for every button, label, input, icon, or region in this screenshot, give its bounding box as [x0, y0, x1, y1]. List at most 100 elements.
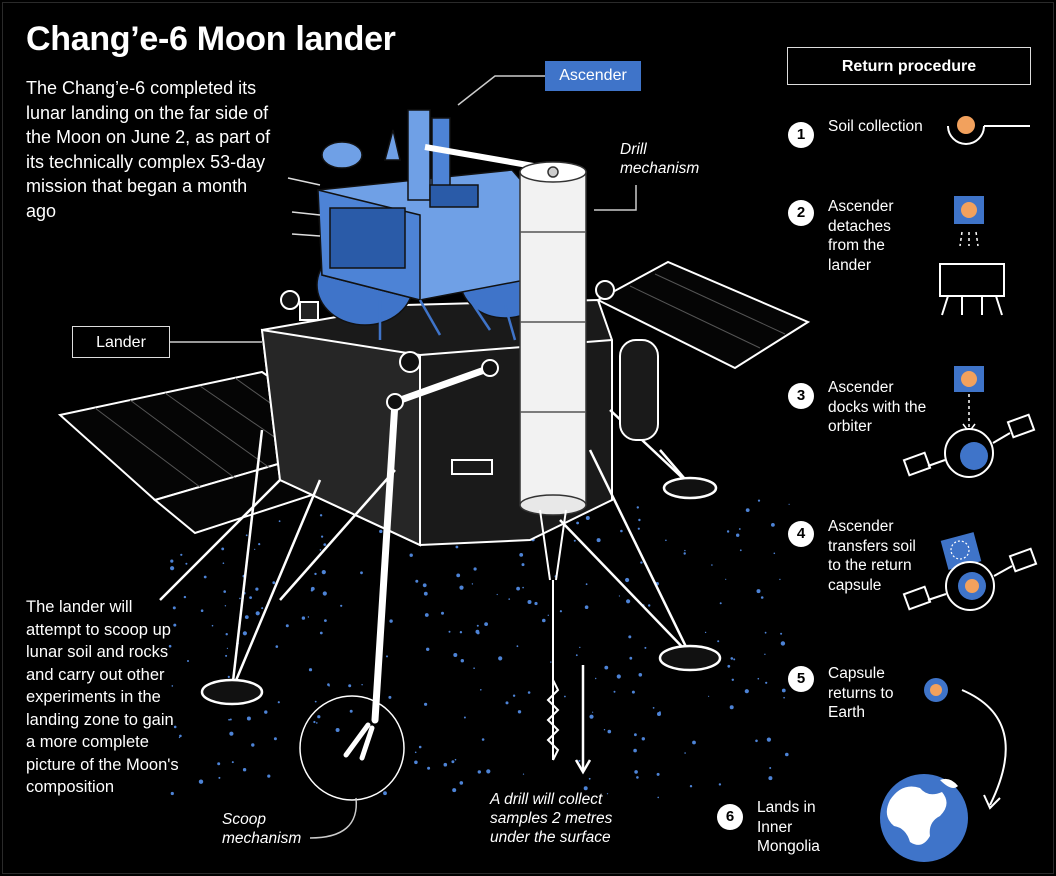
- soil-particle: [522, 773, 525, 775]
- soil-particle: [335, 728, 340, 732]
- soil-particle: [550, 661, 552, 663]
- soil-particle: [765, 681, 768, 684]
- soil-particle: [637, 527, 640, 530]
- soil-particle: [476, 631, 480, 635]
- soil-particle: [239, 597, 241, 600]
- soil-particle: [426, 647, 430, 651]
- soil-particle: [604, 665, 609, 670]
- soil-particle: [585, 516, 590, 520]
- drill-mechanism: [424, 144, 592, 775]
- soil-particle: [415, 579, 419, 583]
- soil-particle: [459, 631, 463, 634]
- soil-particle: [583, 786, 588, 791]
- soil-particle: [178, 736, 180, 739]
- intro-text: The Chang’e-6 completed its lunar landin…: [26, 78, 271, 221]
- soil-particle: [760, 596, 764, 599]
- soil-particle: [684, 549, 686, 552]
- step5-capsule-icon: [924, 678, 1007, 810]
- soil-particle: [634, 770, 638, 774]
- soil-particle: [227, 675, 230, 679]
- soil-particle: [636, 506, 639, 509]
- soil-particle: [255, 611, 260, 616]
- soil-particle: [443, 762, 448, 767]
- soil-particle: [454, 758, 457, 761]
- soil-particle: [764, 653, 766, 655]
- leader-lines: [170, 75, 637, 839]
- soil-particle: [641, 737, 645, 741]
- ascender-label: Ascender: [545, 61, 641, 91]
- soil-particle: [225, 633, 228, 636]
- soil-particle: [519, 553, 524, 557]
- soil-particle: [607, 729, 612, 734]
- soil-particle: [579, 646, 581, 649]
- soil-particle: [459, 781, 464, 785]
- soil-particle: [451, 760, 455, 764]
- soil-particle: [625, 577, 630, 583]
- soil-particle: [418, 745, 422, 749]
- step-number: 5: [788, 666, 814, 692]
- soil-particle: [781, 688, 786, 693]
- soil-particle: [613, 690, 616, 693]
- soil-particle: [484, 622, 488, 626]
- soil-particle: [349, 709, 353, 713]
- soil-particle: [616, 674, 621, 679]
- soil-particle: [321, 535, 324, 538]
- soil-particle: [242, 768, 247, 772]
- soil-particle: [229, 718, 232, 721]
- soil-particle: [738, 528, 741, 530]
- solar-panel-right: [595, 260, 811, 370]
- soil-particle: [273, 737, 277, 741]
- soil-particle: [473, 667, 475, 669]
- soil-particle: [480, 689, 482, 691]
- soil-particle: [783, 696, 785, 699]
- soil-particle: [757, 677, 760, 680]
- soil-particle: [684, 752, 686, 754]
- soil-particle: [319, 631, 323, 635]
- step-text: Soil collection: [828, 118, 923, 135]
- soil-particle: [244, 615, 249, 619]
- soil-particle: [638, 673, 643, 677]
- soil-particle: [180, 553, 183, 556]
- soil-particle: [321, 570, 326, 575]
- soil-particle: [773, 552, 776, 555]
- soil-particle: [656, 772, 660, 776]
- soil-particle: [473, 567, 477, 571]
- soil-particle: [779, 578, 781, 581]
- soil-particle: [389, 619, 393, 623]
- soil-particle: [788, 503, 790, 505]
- soil-particle: [348, 684, 352, 688]
- soil-particle: [379, 529, 383, 534]
- soil-particle: [328, 685, 330, 687]
- soil-particle: [665, 539, 667, 542]
- soil-particle: [200, 609, 204, 612]
- soil-particle: [285, 624, 289, 628]
- soil-particle: [422, 583, 427, 588]
- soil-particle: [726, 530, 730, 533]
- soil-particle: [383, 791, 387, 796]
- drill-note: A drill will collect samples 2 metres un…: [490, 791, 613, 846]
- soil-particle: [313, 720, 316, 724]
- soil-particle: [360, 571, 363, 575]
- soil-particle: [242, 631, 247, 636]
- soil-particle: [719, 602, 722, 605]
- soil-particle: [471, 583, 474, 585]
- soil-particle: [427, 766, 431, 770]
- soil-particle: [277, 701, 280, 704]
- step-text: Ascender transfers soil to the return ca…: [828, 518, 916, 594]
- step3-dock-icon: [902, 366, 1036, 478]
- soil-particle: [319, 514, 323, 517]
- soil-particle: [317, 715, 321, 719]
- soil-particle: [522, 586, 524, 589]
- soil-particle: [768, 776, 773, 781]
- soil-particle: [307, 616, 310, 618]
- soil-particle: [657, 796, 659, 799]
- soil-particle: [785, 752, 789, 757]
- soil-particle: [278, 520, 281, 523]
- return-procedure-title: Return procedure: [787, 47, 1031, 85]
- step2-detach-icon: [939, 196, 1005, 316]
- soil-particle: [547, 614, 549, 616]
- soil-particle: [744, 689, 749, 694]
- soil-particle: [644, 646, 647, 649]
- soil-particle: [275, 645, 279, 648]
- soil-particle: [711, 564, 713, 566]
